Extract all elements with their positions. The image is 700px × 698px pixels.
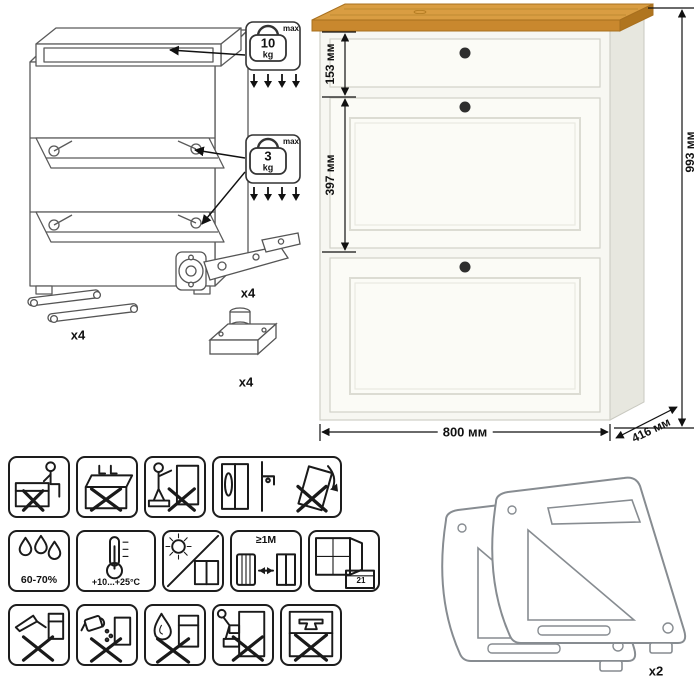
- no-liquids-icon: [76, 604, 138, 666]
- dim-drawer-height: 153 мм: [323, 43, 337, 85]
- dim-total-height: 993 мм: [683, 131, 697, 173]
- no-heavy-objects-icon: [280, 604, 342, 666]
- flap-max-weight-value: 3: [264, 148, 272, 164]
- wireframe-cabinet: [29, 27, 249, 295]
- drawer-max-weight-unit: kg: [262, 49, 274, 60]
- foot-qty: x4: [238, 374, 254, 390]
- no-sharp-tools-icon: [8, 604, 70, 666]
- calendar-day-label: 21: [356, 576, 366, 585]
- temperature-icon: +10...+25°C: [76, 530, 156, 592]
- side-frame-qty: x2: [648, 663, 664, 679]
- stay-arm-drawing: [27, 289, 139, 324]
- side-frames: [441, 476, 687, 672]
- leader-arrows: [169, 45, 246, 225]
- stay-arm-qty: x4: [70, 327, 86, 343]
- temperature-range-label: +10...+25°C: [91, 577, 141, 587]
- foot-drawing: [208, 307, 278, 356]
- drawer-knob: [459, 47, 471, 59]
- ventilation-window-icon: 21: [308, 530, 380, 592]
- weight-plate-3kg: [245, 134, 301, 201]
- drawer-max-weight-value: 10: [260, 35, 276, 51]
- no-standing-on-stool-icon: [144, 456, 206, 518]
- heat-source-distance-icon: ≥1M: [230, 530, 302, 592]
- no-open-flame-icon: [144, 604, 206, 666]
- bottom-door-knob: [459, 261, 471, 273]
- dim-flap-height: 397 мм: [323, 154, 337, 196]
- no-direct-sunlight-icon: [162, 530, 224, 592]
- anti-tip-secure-to-wall-icon: [212, 456, 342, 518]
- no-sitting-icon: [8, 456, 70, 518]
- weight-plate-10kg: [245, 21, 301, 88]
- hinge-drawing: [175, 232, 301, 291]
- flap-max-weight-unit: kg: [262, 162, 274, 173]
- min-distance-label: ≥1M: [255, 534, 277, 546]
- middle-door-knob: [459, 101, 471, 113]
- no-standing-in-drawer-icon: [76, 456, 138, 518]
- humidity-range-label: 60-70%: [20, 573, 58, 586]
- product-cabinet: [311, 3, 654, 421]
- no-climbing-icon: [212, 604, 274, 666]
- hinge-qty: x4: [240, 285, 256, 301]
- humidity-icon: 60-70%: [8, 530, 70, 592]
- drawer-max-label: max: [282, 24, 300, 33]
- flap-max-label: max: [282, 137, 300, 146]
- dim-width: 800 мм: [437, 425, 493, 439]
- wood-top: [311, 3, 654, 32]
